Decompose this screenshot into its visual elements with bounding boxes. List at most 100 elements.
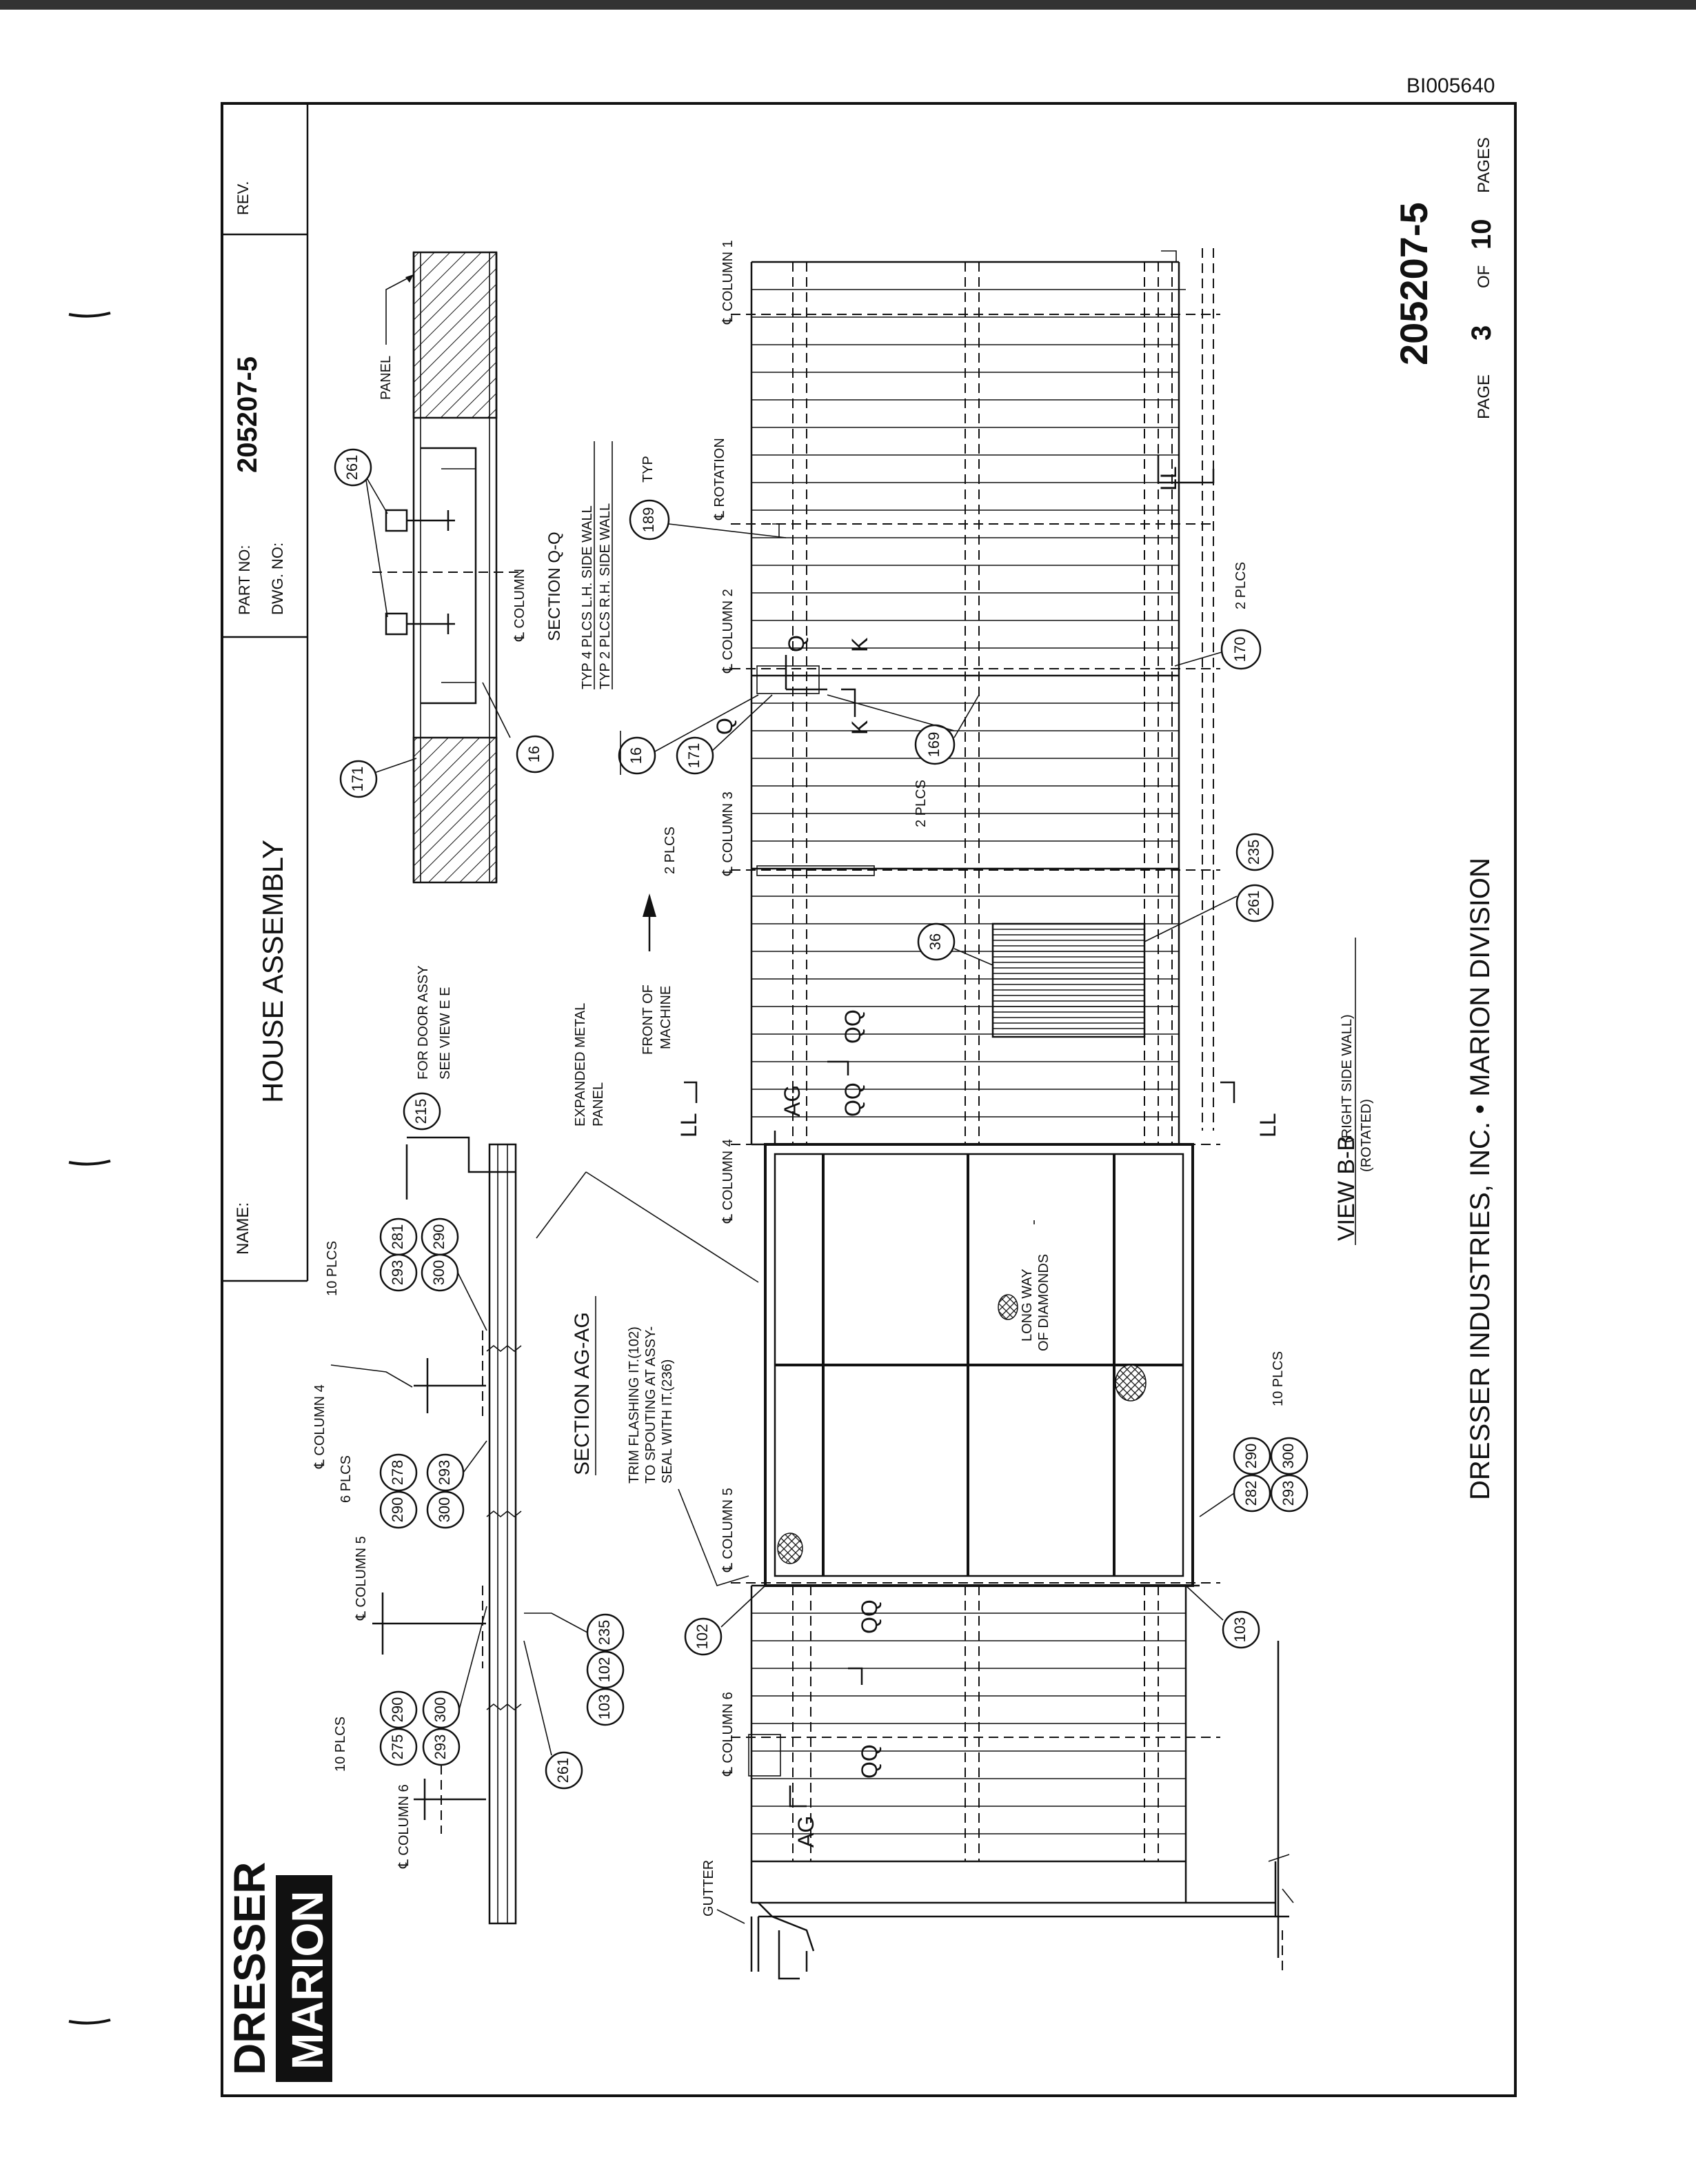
sec-k-marker-2: K	[847, 720, 872, 735]
punch-mark	[68, 2019, 111, 2025]
svg-text:275: 275	[389, 1735, 406, 1760]
callout-16	[516, 735, 554, 774]
svg-text:169: 169	[925, 732, 942, 758]
svg-text:290: 290	[389, 1497, 406, 1523]
callout-261	[334, 448, 372, 487]
bolt	[385, 612, 408, 636]
sec-ll-marker-3: LL	[1156, 466, 1181, 491]
expanded-metal-panel-label: PANEL	[591, 1082, 606, 1126]
svg-text:102: 102	[596, 1657, 613, 1683]
svg-text:170: 170	[1231, 637, 1249, 663]
page-number: 3	[1466, 325, 1497, 341]
svg-text:281: 281	[389, 1224, 406, 1250]
svg-text:261: 261	[343, 455, 361, 481]
callout-215	[403, 1092, 441, 1131]
agag-callout-261	[545, 1751, 583, 1790]
door-note-1: FOR DOOR ASSY	[416, 965, 431, 1080]
dresser-marion-logo: DRESSER MARION	[225, 1862, 332, 2082]
sec-ll-marker-2: LL	[1255, 1113, 1280, 1138]
sec-k-marker-1: K	[847, 638, 872, 652]
of-diamonds-label: OF DIAMONDS	[1036, 1254, 1051, 1351]
section-qq-title: SECTION Q-Q	[545, 532, 564, 641]
part-number: 205207-5	[232, 356, 263, 473]
bolt	[385, 509, 408, 532]
callout-170	[1220, 629, 1262, 670]
svg-text:300: 300	[436, 1497, 453, 1523]
svg-text:103: 103	[596, 1695, 613, 1720]
plcs2-label-2: 2 PLCS	[1233, 562, 1249, 609]
col2-label: ℄ COLUMN 2	[720, 589, 736, 674]
dwg-no-label: DWG. NO:	[269, 543, 286, 615]
agag-10-plcs-2: 10 PLCS	[333, 1717, 348, 1772]
col6-label: ℄ COLUMN 6	[720, 1692, 736, 1777]
company-name: DRESSER INDUSTRIES, INC. • MARION DIVISI…	[1465, 858, 1495, 1500]
agag-6-plcs: 6 PLCS	[339, 1455, 354, 1503]
callout-103	[1222, 1610, 1260, 1649]
svg-text:102: 102	[694, 1624, 711, 1650]
svg-text:293: 293	[432, 1735, 449, 1760]
total-pages: 10	[1466, 219, 1497, 250]
sec-qq-marker-4: QQ	[857, 1599, 882, 1634]
panel-section-bottom	[412, 736, 498, 884]
gutter-label: GUTTER	[701, 1860, 716, 1917]
agag-col4: ℄ COLUMN 4	[312, 1384, 327, 1469]
svg-text:278: 278	[389, 1460, 406, 1486]
of-label: OF	[1475, 265, 1493, 288]
callout-171-bb	[676, 736, 714, 775]
svg-text:261: 261	[1245, 891, 1262, 916]
agag-col5: ℄ COLUMN 5	[354, 1536, 369, 1621]
svg-text:171: 171	[349, 767, 366, 792]
gutter-end	[750, 1902, 815, 1980]
svg-text:282: 282	[1242, 1481, 1260, 1506]
col4-label: ℄ COLUMN 4	[720, 1139, 736, 1224]
punch-mark	[68, 1160, 111, 1166]
svg-text:171: 171	[685, 743, 703, 769]
louver	[991, 922, 1146, 1038]
svg-text:16: 16	[627, 747, 645, 764]
title-block-right: 205207-5 PAGE 3 OF 10 PAGES DRESSER INDU…	[1392, 137, 1497, 1500]
callout-189	[629, 499, 670, 540]
front-of-label: FRONT OF	[640, 984, 656, 1055]
svg-text:MARION: MARION	[283, 1890, 332, 2070]
svg-text:300: 300	[1280, 1444, 1297, 1469]
sec-ag-marker-1: AG	[780, 1085, 805, 1117]
big-part-number: 205207-5	[1392, 202, 1435, 365]
pages-label: PAGES	[1475, 137, 1493, 193]
long-way-label: LONG WAY	[1020, 1268, 1035, 1342]
expanded-metal-frame: LONG WAY OF DIAMONDS	[764, 1143, 1194, 1587]
callout-36	[917, 922, 956, 961]
sec-ll-marker-1: LL	[676, 1113, 701, 1138]
col3-label: ℄ COLUMN 3	[720, 791, 736, 876]
svg-text:290: 290	[389, 1697, 406, 1723]
lower-wall-panels	[748, 1584, 1289, 1918]
plcs2-label-1: 2 PLCS	[663, 827, 678, 874]
drawing-border	[221, 102, 1517, 2097]
section-qq-note-2: TYP 2 PLCS R.H. SIDE WALL	[598, 503, 613, 689]
section-qq-note-1: TYP 4 PLCS L.H. SIDE WALL	[580, 505, 595, 689]
svg-text:261: 261	[554, 1758, 572, 1783]
panel-section-top	[412, 251, 498, 419]
title-strip: NAME: HOUSE ASSEMBLY PART NO: DWG. NO: 2…	[222, 103, 309, 1282]
svg-text:DRESSER: DRESSER	[225, 1862, 274, 2075]
svg-text:300: 300	[432, 1697, 449, 1723]
scan-top-edge	[0, 0, 1696, 10]
drawing-name: HOUSE ASSEMBLY	[256, 840, 289, 1103]
door-note-2: SEE VIEW E E	[438, 987, 453, 1080]
sec-qq-marker-1: QQ	[840, 1082, 865, 1117]
sec-q-marker-1: Q	[784, 635, 809, 652]
svg-text:300: 300	[430, 1260, 447, 1286]
svg-text:36: 36	[927, 933, 944, 950]
callout-235-bb	[1235, 833, 1274, 871]
punch-mark	[68, 312, 111, 318]
svg-text:103: 103	[1231, 1617, 1249, 1643]
svg-text:290: 290	[1242, 1444, 1260, 1469]
view-bb-rotated: (ROTATED)	[1359, 1099, 1374, 1172]
svg-text:235: 235	[596, 1620, 613, 1646]
document-id: BI005640	[1406, 74, 1495, 97]
qq-column-label: ℄ COLUMN	[512, 569, 527, 642]
part-no-label: PART NO:	[236, 545, 253, 615]
svg-text:16: 16	[525, 746, 543, 762]
svg-text:293: 293	[436, 1460, 453, 1486]
trim-note-3: SEAL WITH IT.(236)	[660, 1359, 675, 1484]
